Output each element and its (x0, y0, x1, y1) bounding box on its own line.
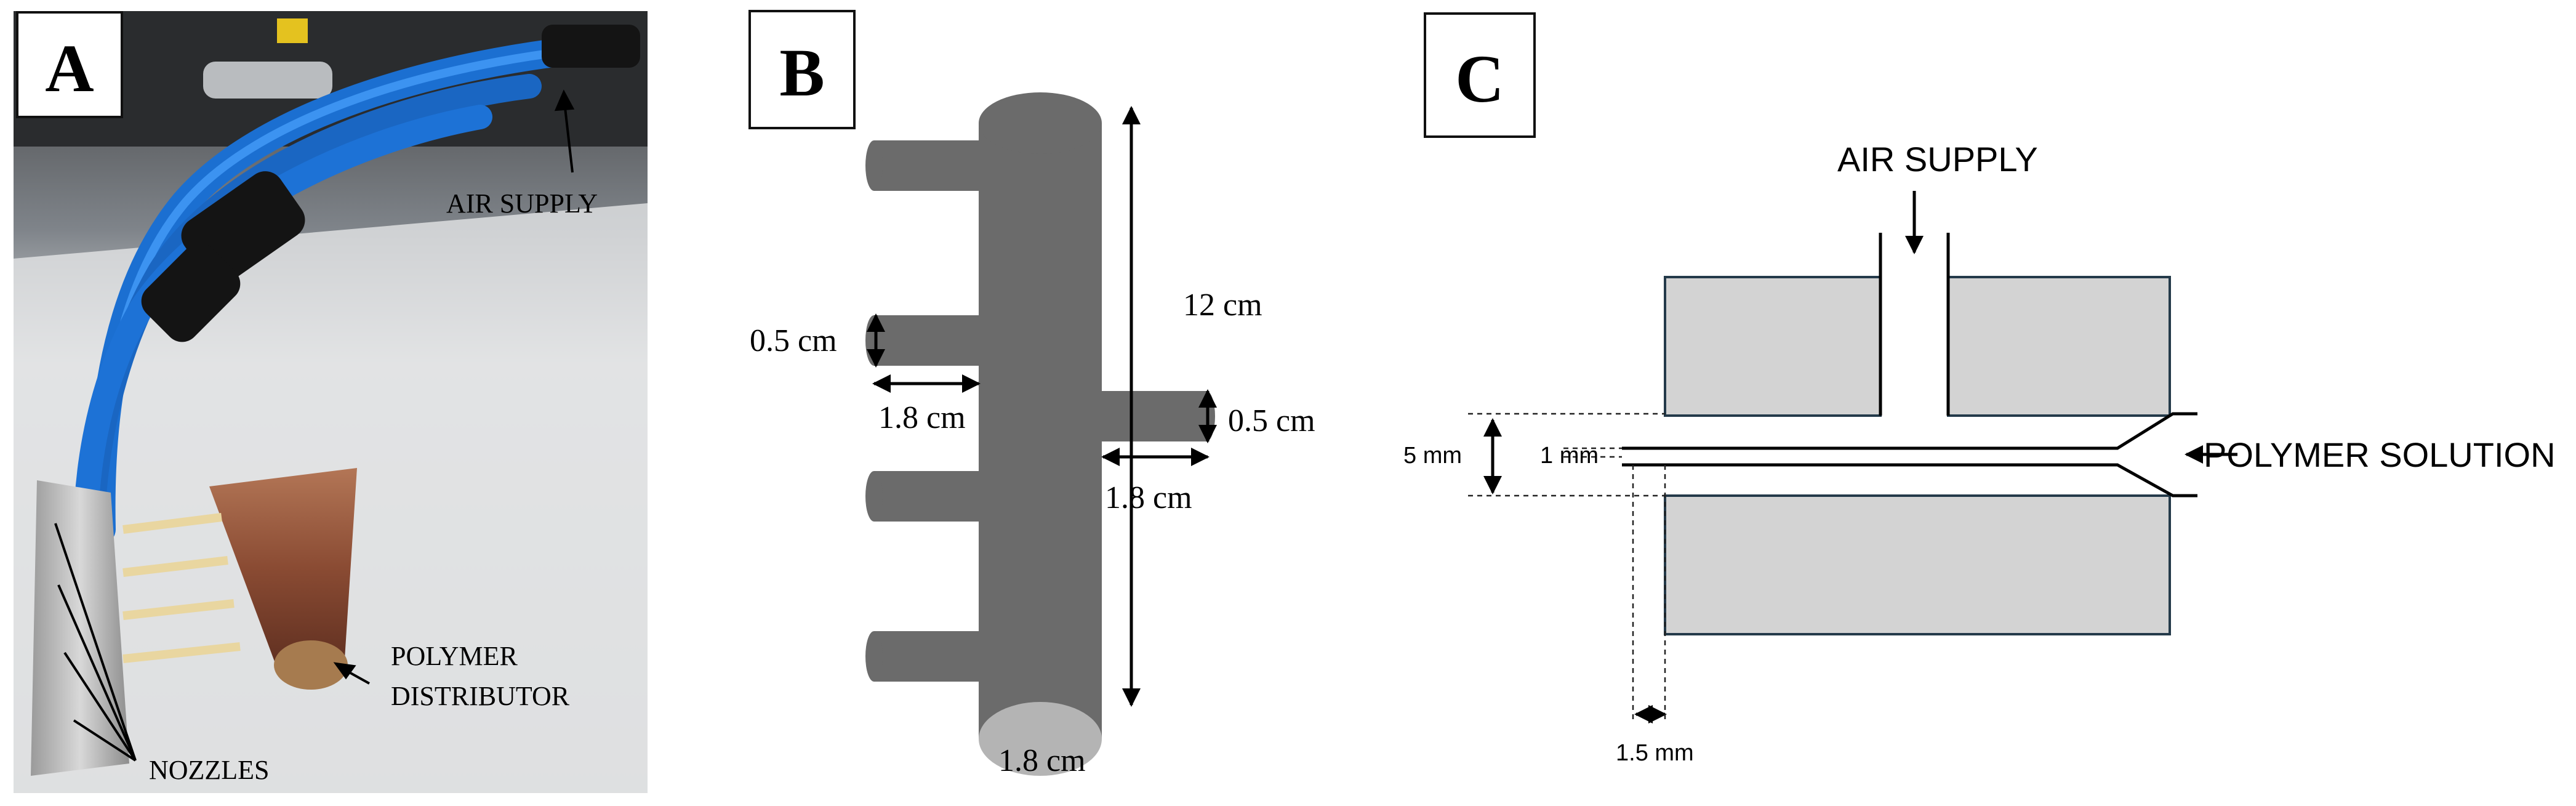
nozzle-tubes (122, 513, 241, 663)
dim-branch-diameter-right: 0.5 cm (1228, 403, 1315, 438)
dim-branch-length-right: 1.8 cm (1105, 480, 1192, 515)
panel-c-letter-box (1424, 12, 1536, 138)
branch-2 (874, 315, 985, 366)
block-top-right (1947, 276, 2171, 417)
block-top-left (1664, 276, 1882, 417)
branch-right (1096, 391, 1206, 441)
nozzle-block (31, 480, 129, 776)
panel-c-arrows (1483, 191, 2237, 723)
label-polymer-line2: DISTRIBUTOR (391, 681, 570, 711)
metal-pipe-fitting (203, 62, 332, 99)
branch-1 (874, 140, 985, 191)
dim-branch-length-left: 1.8 cm (878, 400, 966, 435)
label-gap-1mm: 1 mm (1540, 443, 1599, 469)
panel-c-letter: C (1455, 41, 1504, 116)
block-bottom (1664, 494, 2171, 635)
panel-b: B (708, 0, 1342, 806)
label-gap-5mm: 5 mm (1403, 443, 1462, 469)
dim-height: 12 cm (1183, 288, 1262, 323)
panel-a-photo: A AIR SUPPLY POLYMER DISTRIBUTOR NOZZLES (14, 11, 648, 793)
branch-3 (874, 471, 985, 522)
label-polymer-solution: POLYMER SOLUTION (2204, 435, 2556, 474)
panel-a-letter: A (45, 31, 94, 106)
channel-lines (1622, 233, 2197, 498)
dashed-guides (1468, 413, 1666, 720)
panel-b-dimension-lines (867, 106, 1217, 707)
main-cylinder (979, 123, 1102, 739)
panel-a-letter-box (16, 11, 123, 118)
panel-a: A AIR SUPPLY POLYMER DISTRIBUTOR NOZZLES (0, 0, 665, 806)
copper-distributor (209, 468, 357, 690)
label-polymer-line1: POLYMER (391, 641, 518, 671)
label-offset-1-5mm: 1.5 mm (1616, 740, 1694, 766)
label-air-supply-c: AIR SUPPLY (1837, 140, 2038, 179)
yellow-valve-handle (277, 18, 308, 43)
branch-4 (874, 631, 985, 682)
panel-b-drawing: B (748, 10, 1315, 778)
dim-branch-diameter-left: 0.5 cm (750, 323, 837, 358)
panel-b-letter-box (748, 10, 856, 129)
label-air-supply-a: AIR SUPPLY (446, 188, 598, 219)
label-nozzles: NOZZLES (149, 755, 270, 785)
nozzle-blocks (1664, 276, 2171, 635)
panel-c: C (1379, 0, 2576, 806)
panel-c-drawing: C (1403, 12, 2556, 766)
distributor-body (865, 92, 1215, 776)
cylinder-top (979, 92, 1102, 154)
panel-b-letter: B (779, 35, 824, 110)
black-connectors (141, 25, 640, 342)
panel-a-arrows (54, 89, 575, 762)
dim-body-diameter: 1.8 cm (998, 743, 1086, 778)
cylinder-bottom-ellipse (979, 702, 1102, 776)
